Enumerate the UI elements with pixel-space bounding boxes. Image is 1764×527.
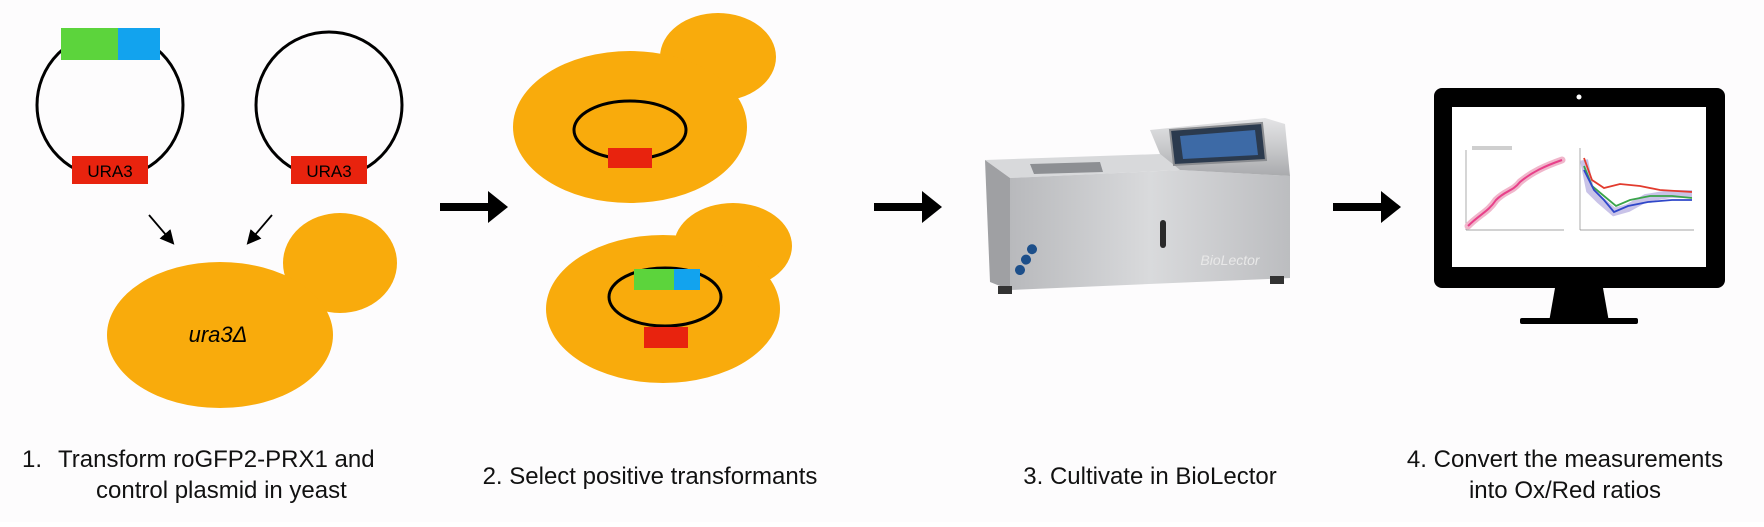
ura3-label-left: URA3: [87, 162, 132, 181]
prx1-segment: [118, 28, 160, 60]
biolector-instrument: BioLector: [985, 118, 1290, 294]
caption-step1-number: 1.: [22, 446, 43, 473]
ura3-marker-left: [72, 156, 148, 184]
caption-step4: 4. Convert the measurements into Ox/Red …: [1370, 444, 1760, 506]
transformant-control: [513, 13, 776, 203]
diagonal-arrow-icon: [148, 214, 175, 245]
caption-step2: 2. Select positive transformants: [440, 461, 860, 492]
transformant-sensor: [546, 203, 792, 383]
rogfp2-segment: [634, 269, 674, 290]
screen-plot-left: [1464, 146, 1566, 231]
ura3-marker-right: [291, 156, 367, 184]
caption-step4-line1: 4. Convert the measurements: [1406, 446, 1724, 473]
caption-step3-text: 3. Cultivate in BioLector: [1023, 463, 1277, 490]
ura3-marker: [644, 327, 688, 348]
ura3-delta-label: ura3Δ: [189, 322, 248, 347]
right-arrow-icon: [1333, 191, 1401, 223]
m2p-logo: [1015, 244, 1037, 275]
control-plasmid: URA3: [254, 30, 404, 184]
right-arrow-icon: [440, 191, 508, 223]
caption-step2-text: 2. Select positive transformants: [482, 463, 818, 490]
ura3-marker: [608, 148, 652, 168]
caption-step4-line2: into Ox/Red ratios: [1468, 477, 1662, 504]
caption-step1-line2: control plasmid in yeast: [96, 477, 347, 504]
right-arrow-icon: [874, 191, 942, 223]
prx1-segment: [674, 269, 700, 290]
ura3-label-right: URA3: [306, 162, 351, 181]
diagonal-arrow-icon: [246, 214, 273, 245]
yeast-cell-ura3: ura3Δ: [107, 213, 397, 408]
biolector-brand-label: BioLector: [1200, 252, 1260, 268]
rogfp2-segment: [61, 28, 118, 60]
caption-step3: 3. Cultivate in BioLector: [960, 461, 1340, 492]
monitor-icon: [1434, 88, 1725, 324]
caption-step1-line1: Transform roGFP2-PRX1 and: [58, 446, 375, 473]
screen-plot-right: [1579, 148, 1694, 231]
plasmid-with-insert: URA3: [35, 28, 185, 184]
